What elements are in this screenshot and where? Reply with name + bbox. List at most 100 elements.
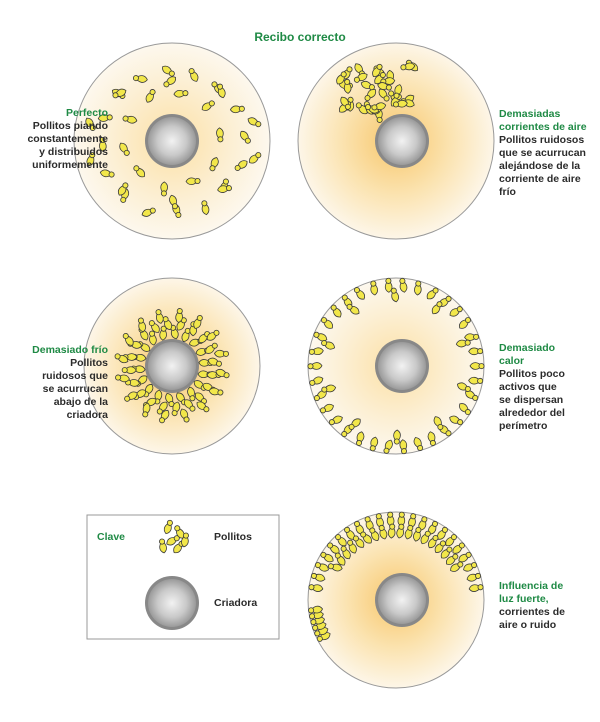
chick xyxy=(175,308,183,323)
chick xyxy=(463,562,478,572)
chick xyxy=(125,379,140,387)
chick xyxy=(308,584,324,592)
key-chick-icon xyxy=(166,535,180,546)
chick xyxy=(165,392,175,407)
chick xyxy=(466,572,482,582)
corrientes-brooder xyxy=(375,114,429,168)
chick xyxy=(437,526,448,540)
chick xyxy=(378,524,388,540)
chick xyxy=(414,280,422,296)
chick xyxy=(308,347,324,356)
chick xyxy=(234,160,248,171)
chick xyxy=(124,391,138,402)
chick xyxy=(145,89,156,103)
chick xyxy=(180,408,190,423)
corrientes-caption: Demasiadas corrientes de aire Pollitos r… xyxy=(499,108,599,199)
chick xyxy=(420,530,431,545)
chick xyxy=(187,386,196,402)
frio-caption: Demasiado frío Pollitos ruidosos que se … xyxy=(8,344,108,422)
chick xyxy=(99,137,107,152)
diagram-title: Recibo correcto xyxy=(254,30,346,44)
chick xyxy=(356,431,365,446)
chick xyxy=(372,63,383,78)
frio-brooder xyxy=(145,339,199,393)
chick xyxy=(468,584,484,592)
corrientes-line: Pollitos ruidosos xyxy=(499,134,585,146)
chick xyxy=(159,409,170,424)
chick xyxy=(353,72,368,83)
chick xyxy=(310,572,326,582)
chick xyxy=(336,71,347,85)
chick xyxy=(321,340,336,350)
chick xyxy=(209,157,219,172)
chick xyxy=(312,621,327,631)
chick xyxy=(427,431,436,446)
chick xyxy=(229,105,245,114)
chick xyxy=(169,194,178,210)
frio-line: ruidosos que xyxy=(42,370,108,382)
chick xyxy=(309,611,324,620)
chick xyxy=(160,181,168,197)
chick xyxy=(313,390,327,402)
chick xyxy=(184,399,196,412)
calor-line: Pollitos poco xyxy=(499,368,565,380)
chick xyxy=(449,415,464,426)
calor-line: alrededor del xyxy=(499,407,565,419)
chick xyxy=(413,527,422,542)
chick xyxy=(428,534,439,549)
chick xyxy=(201,200,210,216)
chick xyxy=(458,551,472,563)
key-heading: Clave xyxy=(97,531,126,543)
chick xyxy=(148,320,160,333)
chick xyxy=(149,330,157,346)
chick xyxy=(314,627,329,637)
key-chick-icon xyxy=(181,532,189,548)
calor-heading: calor xyxy=(499,355,525,367)
frio-line: se acurrucan xyxy=(42,383,108,395)
chick xyxy=(328,415,343,426)
chick xyxy=(383,439,393,454)
key-chick-icon xyxy=(159,538,167,554)
chick xyxy=(399,439,408,455)
chick xyxy=(194,392,207,405)
chick xyxy=(384,277,393,293)
luz-brooder xyxy=(375,573,429,627)
calor-line: perímetro xyxy=(499,420,548,432)
chick xyxy=(434,540,446,553)
chick xyxy=(370,280,378,296)
chick xyxy=(340,545,351,560)
calor-caption: Demasiado calor Pollitos poco activos qu… xyxy=(499,342,599,433)
chick xyxy=(390,287,400,303)
frio-heading: Demasiado frío xyxy=(32,344,108,356)
chick xyxy=(320,551,334,563)
chick xyxy=(346,303,360,315)
chick xyxy=(360,531,372,544)
calor-brooder xyxy=(375,339,429,393)
chick xyxy=(309,376,324,386)
chick xyxy=(156,401,168,415)
chick xyxy=(122,333,134,346)
perfecto-line: Pollitos piando xyxy=(32,120,108,132)
perfecto-line: y distribuidos xyxy=(39,146,108,158)
chick xyxy=(399,277,408,293)
chick xyxy=(340,96,351,110)
chick xyxy=(397,511,406,527)
chick xyxy=(217,185,232,193)
chick xyxy=(97,114,113,122)
chick xyxy=(99,169,115,178)
chick xyxy=(445,534,457,547)
chick xyxy=(327,542,340,554)
chick xyxy=(122,115,138,124)
chick xyxy=(418,516,428,531)
chick xyxy=(440,546,453,559)
chick xyxy=(205,342,218,354)
chick xyxy=(387,523,396,539)
chick xyxy=(400,62,416,71)
chick xyxy=(307,362,323,370)
calor-line: activos que xyxy=(499,381,557,393)
chick xyxy=(310,616,325,626)
luz-heading: luz fuerte, xyxy=(499,593,549,605)
chick xyxy=(115,374,130,383)
chick xyxy=(313,331,328,342)
